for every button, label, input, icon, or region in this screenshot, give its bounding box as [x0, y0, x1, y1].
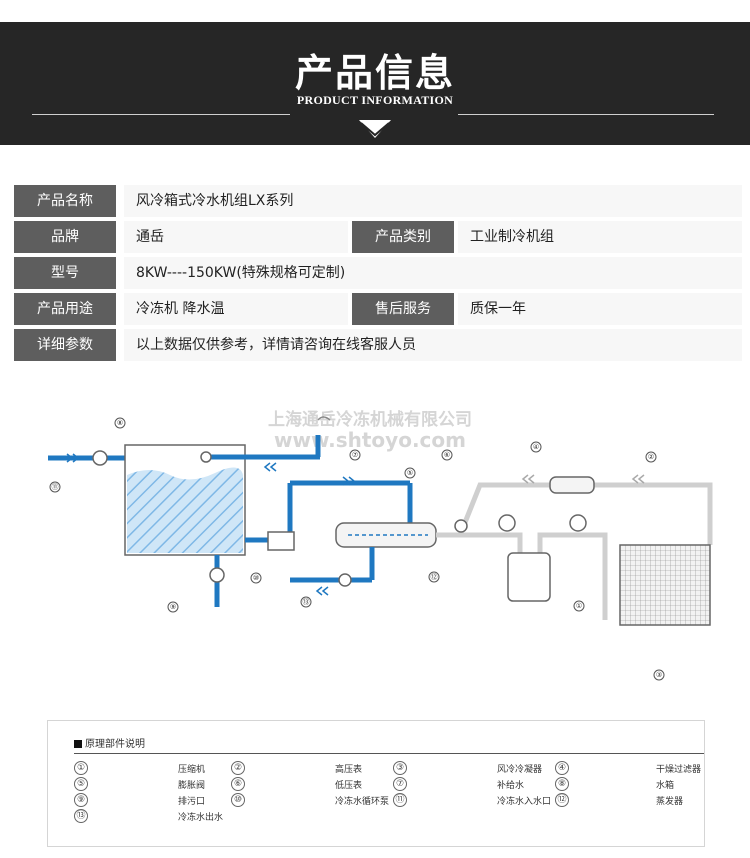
spec-row-brand: 品牌 通岳 产品类别 工业制冷机组	[14, 221, 742, 253]
legend-item: 补给水	[497, 781, 525, 791]
svg-text:⑩: ⑩	[253, 574, 259, 582]
legend-num: ⑩	[231, 793, 245, 807]
legend-num: ②	[231, 761, 245, 775]
legend-num: ⑤	[74, 777, 88, 791]
svg-text:③: ③	[656, 671, 662, 679]
legend-item: 冷冻水出水	[178, 813, 224, 823]
legend-item: 压缩机	[178, 765, 206, 775]
schematic-diagram: 上海通岳冷冻机械有限公司 www.shtoyo.com	[48, 409, 713, 681]
legend-num: ⑧	[555, 777, 569, 791]
svg-text:⑦: ⑦	[352, 451, 358, 459]
svg-text:⑥: ⑥	[444, 451, 450, 459]
spec-row-params: 详细参数 以上数据仅供参考，详情请咨询在线客服人员	[14, 329, 742, 361]
spec-value-model: 8KW----150KW(特殊规格可定制)	[124, 257, 742, 289]
refrigerant-loop	[436, 482, 713, 620]
makeup-water-pipe	[200, 416, 331, 472]
spec-row-usage: 产品用途 冷冻机 降水温 售后服务 质保一年	[14, 293, 742, 325]
spec-value-service: 质保一年	[458, 293, 742, 325]
evaporator	[290, 522, 437, 596]
legend-item: 高压表	[335, 765, 363, 775]
water-tank	[124, 444, 246, 556]
spec-label-model: 型号	[14, 257, 116, 289]
watermark-company: 上海通岳冷冻机械有限公司	[268, 409, 472, 430]
legend-item: 膨胀阀	[178, 781, 206, 791]
watermark-url: www.shtoyo.com	[274, 428, 466, 452]
pump-loop	[245, 476, 413, 551]
page-title: 产品信息	[294, 50, 455, 95]
svg-text:⑧: ⑧	[117, 419, 123, 427]
legend-num: ④	[555, 761, 569, 775]
page-subtitle: PRODUCT INFORMATION	[296, 93, 454, 107]
compressor	[507, 552, 551, 602]
spec-value-usage: 冷冻机 降水温	[124, 293, 348, 325]
svg-text:⑤: ⑤	[407, 469, 413, 477]
spec-value-name: 风冷箱式冷水机组LX系列	[124, 185, 742, 217]
spec-label-params: 详细参数	[14, 329, 116, 361]
legend-num: ③	[393, 761, 407, 775]
drain-pipe	[209, 555, 225, 607]
spec-row-name: 产品名称 风冷箱式冷水机组LX系列	[14, 185, 742, 217]
legend-num: ⑬	[74, 809, 88, 823]
legend-num: ⑦	[393, 777, 407, 791]
spec-label-service: 售后服务	[352, 293, 454, 325]
legend-title: 原理部件说明	[74, 735, 145, 750]
spec-label-brand: 品牌	[14, 221, 116, 253]
spec-value-params: 以上数据仅供参考，详情请咨询在线客服人员	[124, 329, 742, 361]
diagram-callouts: ⑧ ⑪ ⑨ ⑩ ⑦ ⑤ ⑥ ④ ② ① ⑫ ⑬ ③	[49, 417, 665, 681]
svg-text:⑬: ⑬	[303, 598, 310, 606]
legend-item: 冷冻水循环泵	[335, 797, 390, 807]
spec-value-brand: 通岳	[124, 221, 348, 253]
filter-drier	[549, 476, 595, 494]
high-pressure-gauge-icon	[569, 514, 587, 532]
legend-item: 风冷冷凝器	[497, 765, 543, 775]
legend-item: 水箱	[656, 781, 675, 791]
inlet-pipe	[48, 450, 125, 466]
spec-label-name: 产品名称	[14, 185, 116, 217]
legend-num: ⑥	[231, 777, 245, 791]
spec-label-category: 产品类别	[352, 221, 454, 253]
svg-text:①: ①	[576, 602, 582, 610]
chevron-down-icon	[359, 120, 391, 138]
header-banner: 产品信息 PRODUCT INFORMATION	[0, 22, 750, 145]
air-cooled-condenser	[619, 544, 711, 626]
spec-value-category: 工业制冷机组	[458, 221, 742, 253]
divider-right	[458, 114, 714, 115]
svg-text:⑪: ⑪	[52, 483, 59, 491]
svg-text:⑨: ⑨	[170, 603, 176, 611]
svg-text:④: ④	[533, 443, 539, 451]
low-pressure-gauge-icon	[498, 514, 516, 532]
spec-table: 产品名称 风冷箱式冷水机组LX系列 品牌 通岳 产品类别 工业制冷机组 型号 8…	[14, 185, 742, 365]
spec-label-usage: 产品用途	[14, 293, 116, 325]
divider-left	[32, 114, 290, 115]
legend-item: 干燥过滤器	[656, 765, 702, 775]
legend-item: 冷冻水入水口	[497, 797, 552, 807]
legend-num: ⑪	[393, 793, 407, 807]
legend-num: ⑨	[74, 793, 88, 807]
legend-item: 蒸发器	[656, 797, 684, 807]
svg-text:②: ②	[648, 453, 654, 461]
svg-text:⑫: ⑫	[431, 573, 438, 581]
legend-item: 排污口	[178, 797, 206, 807]
spec-row-model: 型号 8KW----150KW(特殊规格可定制)	[14, 257, 742, 289]
legend-num: ①	[74, 761, 88, 775]
component-legend: 原理部件说明 ① 压缩机 ② 高压表 ③ 风冷冷凝器 ④ 干燥过滤器 ⑤ 膨胀阀…	[47, 720, 705, 847]
legend-num: ⑫	[555, 793, 569, 807]
legend-item: 低压表	[335, 781, 363, 791]
